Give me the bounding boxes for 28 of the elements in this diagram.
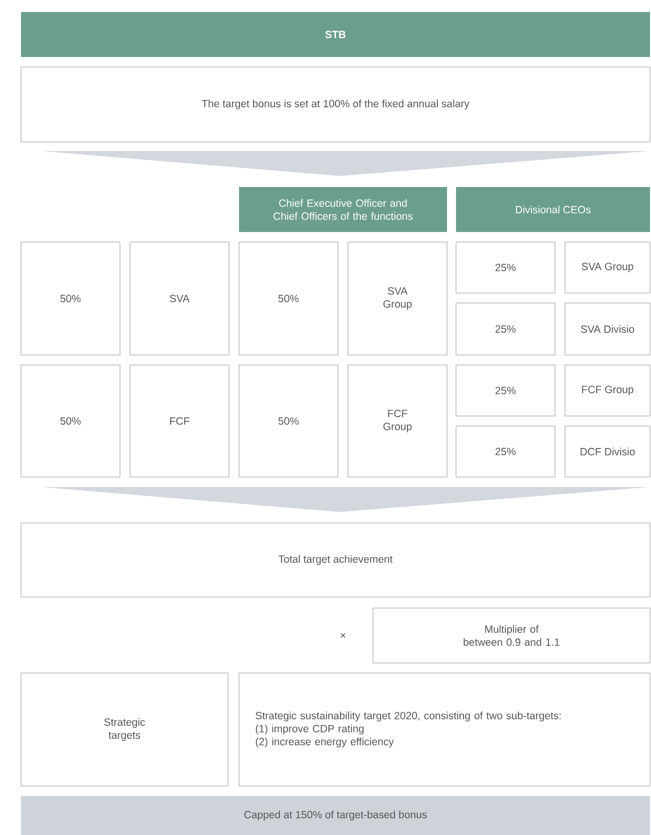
text-box: 25% [456, 426, 556, 478]
text-box: Strategic targets [20, 672, 228, 786]
header-band: Divisional CEOs [456, 187, 650, 232]
text-box: FCF Group [564, 364, 650, 416]
text-box: The target bonus is set at 100% of the fixed annual salary [20, 66, 650, 142]
multiply-sign: × [340, 633, 346, 638]
text-box: SVA Group [348, 242, 448, 356]
text-box: 50% [20, 364, 120, 478]
chevron-shape [41, 151, 650, 176]
text-box: DCF Divisio [564, 426, 650, 478]
text-box: 50% [238, 364, 338, 478]
text-box: Strategic sustainability target 2020, consisting of two sub-targets: (1) improve CDP rating (2) increase energy efficiency [238, 672, 650, 786]
text-box: SVA Divisio [564, 302, 650, 356]
text-box: FCF [130, 364, 230, 478]
text-box: Multiplier of between 0.9 and 1.1 [372, 608, 650, 664]
text-box: 50% [20, 242, 120, 356]
text-box: 25% [456, 242, 556, 294]
text-box: SVA [130, 242, 230, 356]
text-box: Total target achievement [20, 522, 650, 598]
text-box: 25% [456, 302, 556, 356]
text-box: 50% [238, 242, 338, 356]
footer-band: Capped at 150% of target-based bonus [21, 796, 650, 835]
header-band: STB [21, 12, 650, 57]
chevron-shape [41, 487, 650, 512]
text-box: SVA Group [564, 242, 650, 294]
text-box: 25% [456, 364, 556, 416]
text-box: FCF Group [348, 364, 448, 478]
header-band: Chief Executive Officer and Chief Officers of the functions [239, 187, 447, 232]
